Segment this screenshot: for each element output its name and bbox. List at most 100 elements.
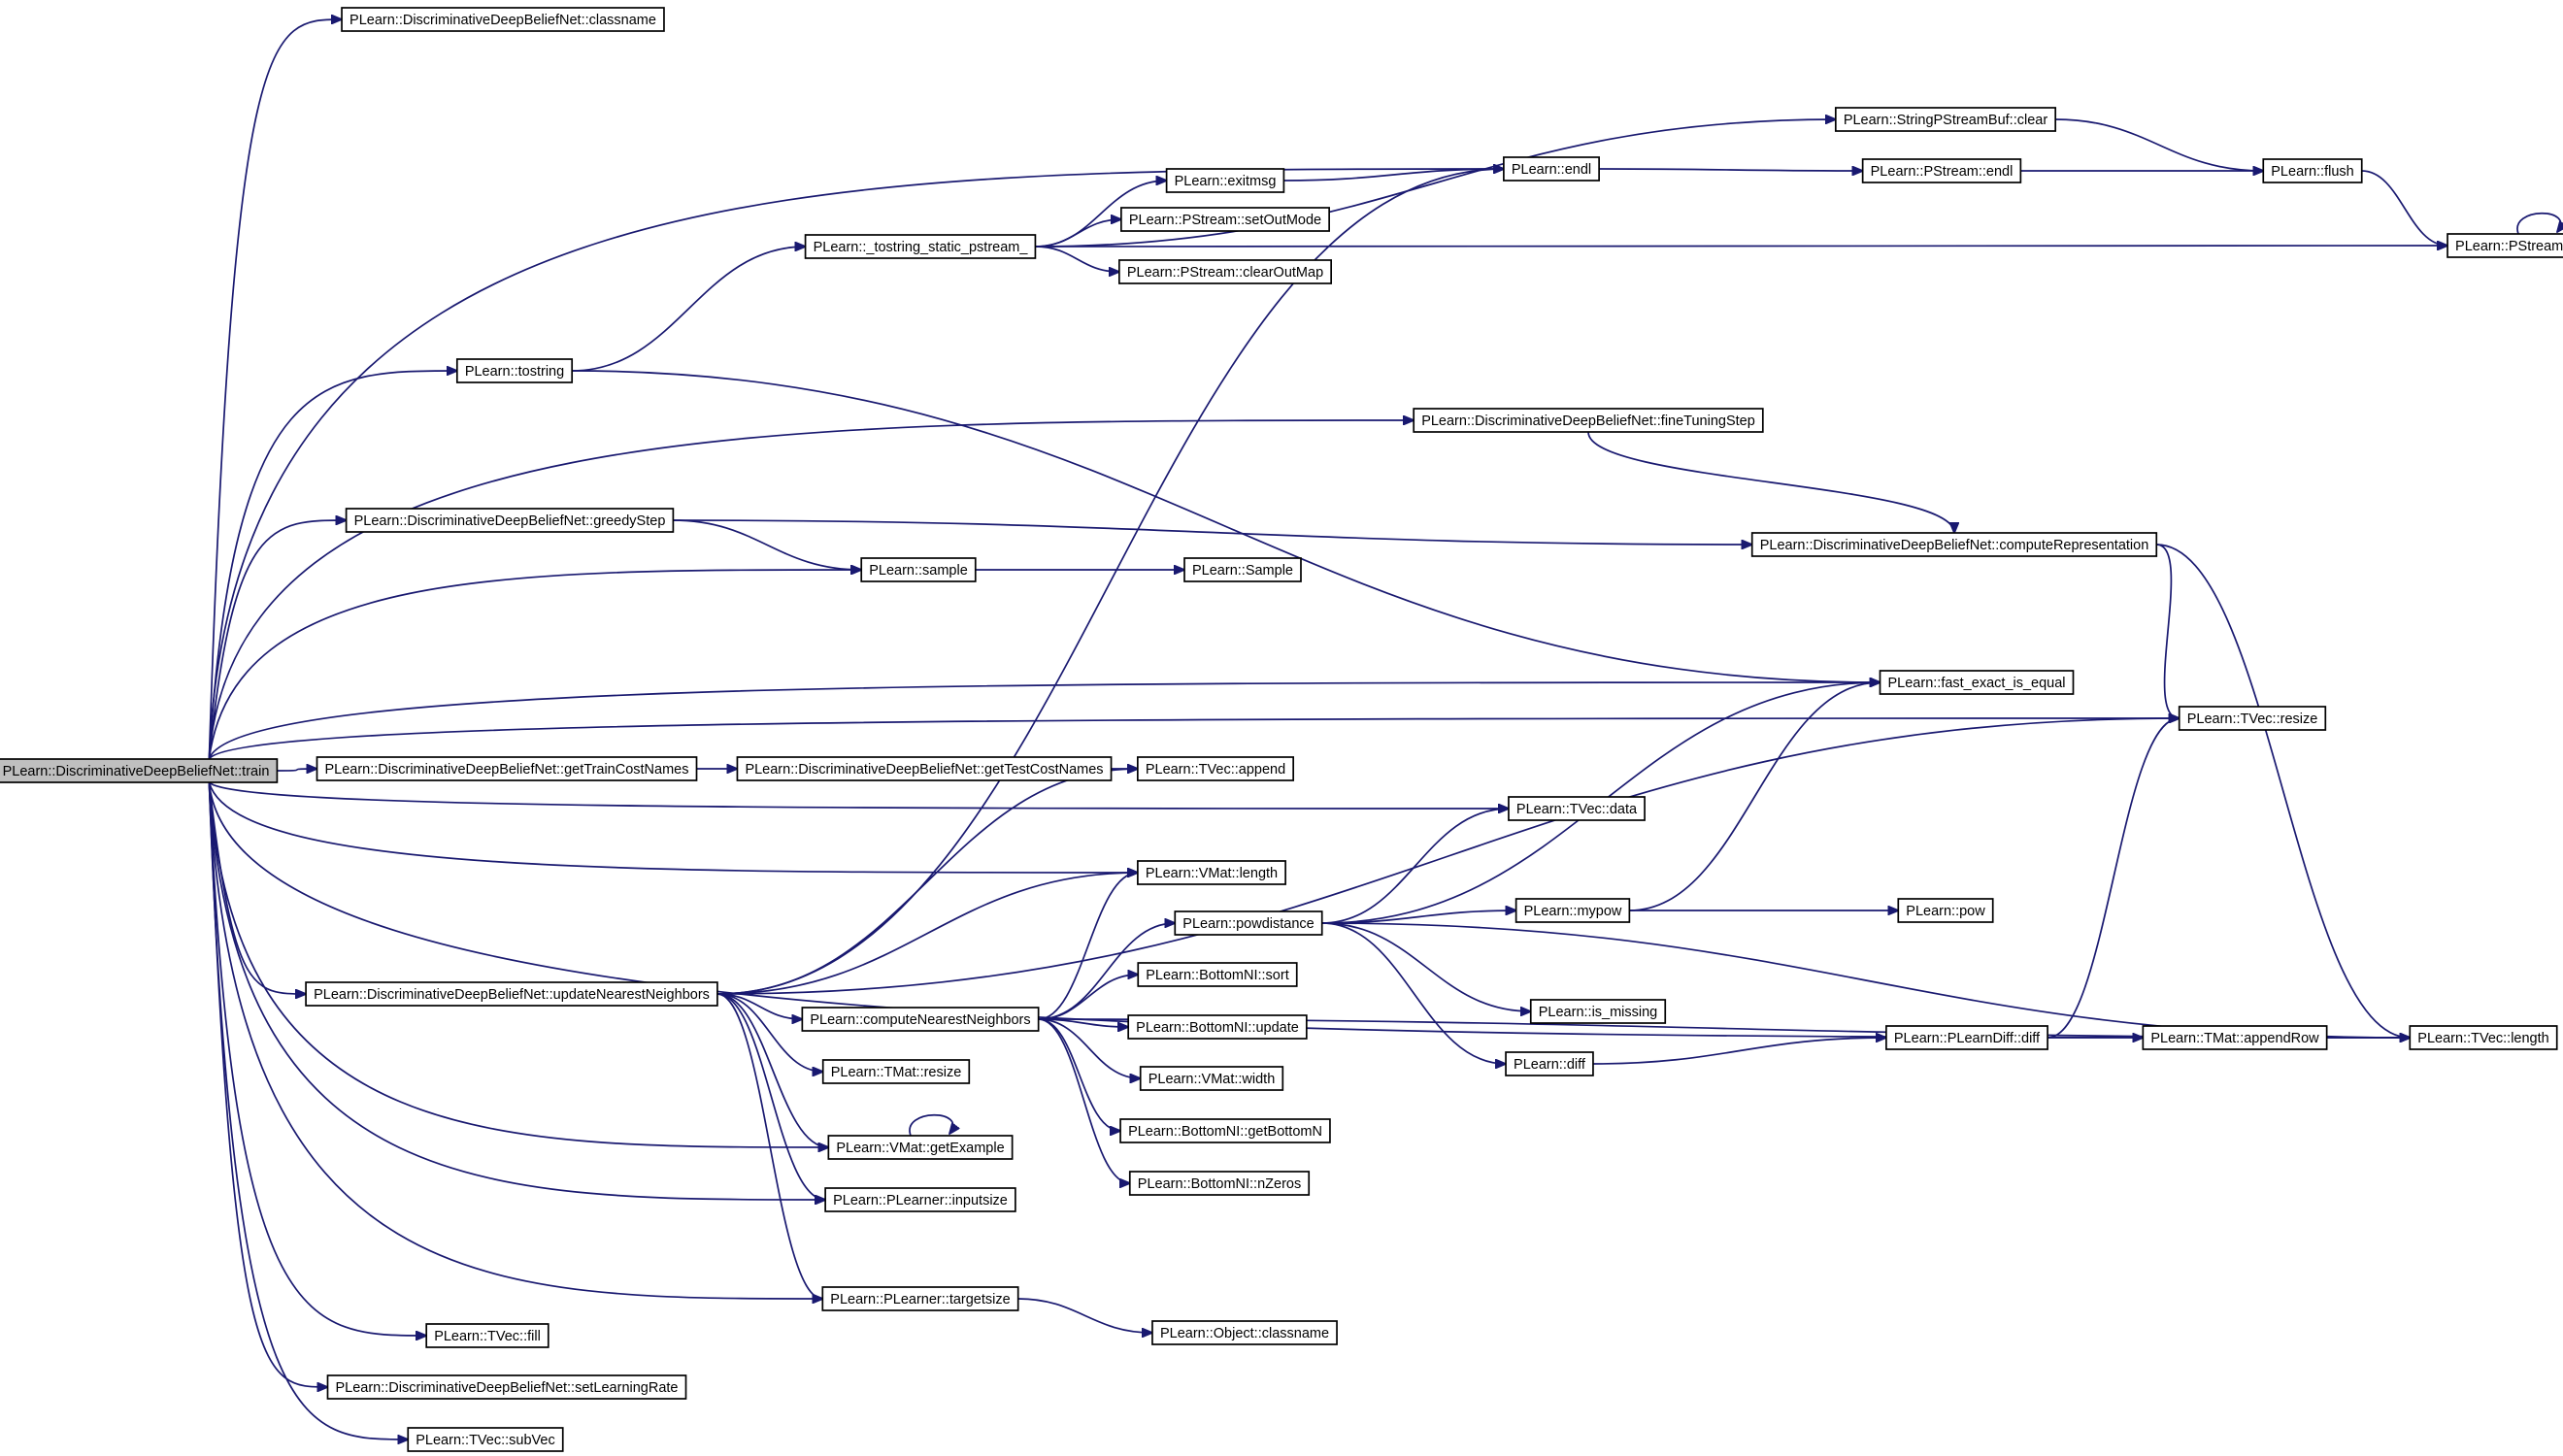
node-box	[1183, 557, 1302, 582]
node-box	[1151, 1320, 1338, 1345]
node-strbuf_clear[interactable]: PLearn::StringPStreamBuf::clear	[1834, 107, 2057, 132]
edge-train-getTrainCostNames	[277, 769, 316, 771]
node-label: PLearn::PStream::endl	[1871, 164, 2014, 180]
node-label: PLearn::mypow	[1524, 904, 1622, 919]
node-box	[1120, 207, 1330, 232]
node-label: PLearn::PLearnDiff::diff	[1894, 1031, 2041, 1046]
node-exitmsg[interactable]: PLearn::exitmsg	[1165, 168, 1285, 193]
edge-tostring-tostring_static	[572, 247, 805, 372]
node-bnl_sort[interactable]: PLearn::BottomNI::sort	[1137, 962, 1298, 987]
node-tvec_resize[interactable]: PLearn::TVec::resize	[2178, 706, 2327, 731]
edge-targetsize-obj_classname	[1017, 1298, 1152, 1333]
nodes-layer: PLearn::DiscriminativeDeepBeliefNet::tra…	[0, 7, 2563, 1452]
node-flush[interactable]: PLearn::flush	[2262, 158, 2363, 183]
node-box	[801, 1007, 1040, 1032]
node-is_missing[interactable]: PLearn::is_missing	[1529, 999, 1667, 1024]
node-subVec[interactable]: PLearn::TVec::subVec	[407, 1427, 564, 1452]
node-computeRepresentation[interactable]: PLearn::DiscriminativeDeepBeliefNet::com…	[1750, 532, 2158, 557]
node-tostring_static[interactable]: PLearn::_tostring_static_pstream_	[804, 234, 1037, 259]
node-pstream_flush[interactable]: PLearn::PStream::flush	[2446, 233, 2563, 258]
node-vmat_length[interactable]: PLearn::VMat::length	[1137, 860, 1286, 885]
node-nZeros[interactable]: PLearn::BottomNI::nZeros	[1128, 1171, 1311, 1196]
node-sample[interactable]: PLearn::sample	[860, 557, 977, 582]
node-label: PLearn::BottomNI::update	[1136, 1020, 1299, 1036]
node-tmat_resize[interactable]: PLearn::TMat::resize	[821, 1059, 971, 1084]
edge-strbuf_clear-flush	[2055, 118, 2263, 171]
edge-computeNN-vmat_length	[1038, 873, 1138, 1020]
node-tvec_fill[interactable]: PLearn::TVec::fill	[425, 1323, 549, 1348]
node-bnl_update[interactable]: PLearn::BottomNI::update	[1127, 1014, 1308, 1040]
edge-greedyStep-sample	[673, 519, 861, 570]
node-targetsize[interactable]: PLearn::PLearner::targetsize	[821, 1286, 1019, 1311]
node-box	[736, 756, 1113, 781]
node-box	[345, 508, 675, 533]
node-box	[407, 1427, 564, 1452]
edge-updateNN-getExample	[716, 993, 828, 1147]
node-label: PLearn::endl	[1512, 162, 1591, 178]
node-box	[824, 1187, 1016, 1212]
node-classname[interactable]: PLearn::DiscriminativeDeepBeliefNet::cla…	[341, 7, 665, 32]
node-label: PLearn::TVec::data	[1516, 802, 1638, 817]
node-label: PLearn::DiscriminativeDeepBeliefNet::com…	[1760, 538, 2149, 553]
node-pstream_endl[interactable]: PLearn::PStream::endl	[1861, 158, 2022, 183]
node-tvec_append[interactable]: PLearn::TVec::append	[1136, 756, 1295, 781]
node-updateNN[interactable]: PLearn::DiscriminativeDeepBeliefNet::upd…	[305, 981, 718, 1007]
edge-train-tvec_fill	[208, 781, 426, 1336]
node-box	[1137, 860, 1286, 885]
node-box	[425, 1323, 549, 1348]
node-label: PLearn::computeNearestNeighbors	[810, 1012, 1030, 1028]
node-setLearningRate[interactable]: PLearn::DiscriminativeDeepBeliefNet::set…	[326, 1374, 687, 1400]
node-box	[804, 234, 1037, 259]
node-label: PLearn::StringPStreamBuf::clear	[1844, 113, 2048, 128]
node-train[interactable]: PLearn::DiscriminativeDeepBeliefNet::tra…	[0, 758, 279, 783]
node-getExample[interactable]: PLearn::VMat::getExample	[827, 1135, 1014, 1160]
node-getBottomN[interactable]: PLearn::BottomNI::getBottomN	[1119, 1118, 1331, 1143]
node-box	[1834, 107, 2057, 132]
edge-train-tvec_resize	[208, 718, 2179, 760]
node-box	[2142, 1025, 2328, 1050]
node-mypow[interactable]: PLearn::mypow	[1514, 898, 1631, 923]
node-label: PLearn::DiscriminativeDeepBeliefNet::cla…	[350, 13, 656, 28]
node-label: PLearn::DiscriminativeDeepBeliefNet::gre…	[354, 513, 666, 529]
edge-updateNN-targetsize	[716, 993, 822, 1299]
node-Sample[interactable]: PLearn::Sample	[1183, 557, 1302, 582]
node-powdistance[interactable]: PLearn::powdistance	[1174, 910, 1323, 936]
node-appendRow[interactable]: PLearn::TMat::appendRow	[2142, 1025, 2328, 1050]
edge-endl-pstream_endl	[1599, 169, 1863, 171]
node-obj_classname[interactable]: PLearn::Object::classname	[1151, 1320, 1338, 1345]
edge-train-greedyStep	[208, 520, 346, 760]
node-label: PLearn::VMat::width	[1148, 1072, 1276, 1087]
node-box	[1508, 796, 1646, 821]
node-plearndiff[interactable]: PLearn::PLearnDiff::diff	[1885, 1025, 2048, 1050]
node-computeNN[interactable]: PLearn::computeNearestNeighbors	[801, 1007, 1040, 1032]
node-tostring[interactable]: PLearn::tostring	[455, 358, 574, 383]
node-getTrainCostNames[interactable]: PLearn::DiscriminativeDeepBeliefNet::get…	[316, 756, 698, 781]
node-tvec_data[interactable]: PLearn::TVec::data	[1508, 796, 1646, 821]
node-getTestCostNames[interactable]: PLearn::DiscriminativeDeepBeliefNet::get…	[736, 756, 1113, 781]
node-box	[2262, 158, 2363, 183]
edge-computeNN-getBottomN	[1038, 1018, 1120, 1131]
node-fast_exact[interactable]: PLearn::fast_exact_is_equal	[1879, 670, 2075, 695]
node-pow[interactable]: PLearn::pow	[1897, 898, 1994, 923]
node-tvec_length[interactable]: PLearn::TVec::length	[2409, 1025, 2558, 1050]
node-label: PLearn::TMat::resize	[831, 1065, 962, 1080]
node-setOutMode[interactable]: PLearn::PStream::setOutMode	[1120, 207, 1330, 232]
edge-updateNN-endl	[716, 169, 1504, 995]
node-label: PLearn::BottomNI::getBottomN	[1128, 1124, 1322, 1140]
node-endl[interactable]: PLearn::endl	[1503, 156, 1600, 182]
edge-powdistance-tvec_length	[1321, 922, 2411, 1038]
node-inputsize[interactable]: PLearn::PLearner::inputsize	[824, 1187, 1016, 1212]
node-clearOutMap[interactable]: PLearn::PStream::clearOutMap	[1118, 259, 1332, 284]
node-fineTuningStep[interactable]: PLearn::DiscriminativeDeepBeliefNet::fin…	[1413, 408, 1764, 433]
node-diff[interactable]: PLearn::diff	[1505, 1051, 1594, 1076]
edge-train-tvec_data	[208, 781, 1509, 809]
node-label: PLearn::Sample	[1192, 563, 1293, 579]
edge-updateNN-inputsize	[716, 993, 825, 1200]
edge-computeRepresentation-tvec_length	[2156, 544, 2410, 1038]
node-label: PLearn::TMat::appendRow	[2150, 1031, 2319, 1046]
node-box	[1750, 532, 2158, 557]
node-vmat_width[interactable]: PLearn::VMat::width	[1139, 1066, 1284, 1091]
node-box	[1885, 1025, 2048, 1050]
node-greedyStep[interactable]: PLearn::DiscriminativeDeepBeliefNet::gre…	[345, 508, 675, 533]
